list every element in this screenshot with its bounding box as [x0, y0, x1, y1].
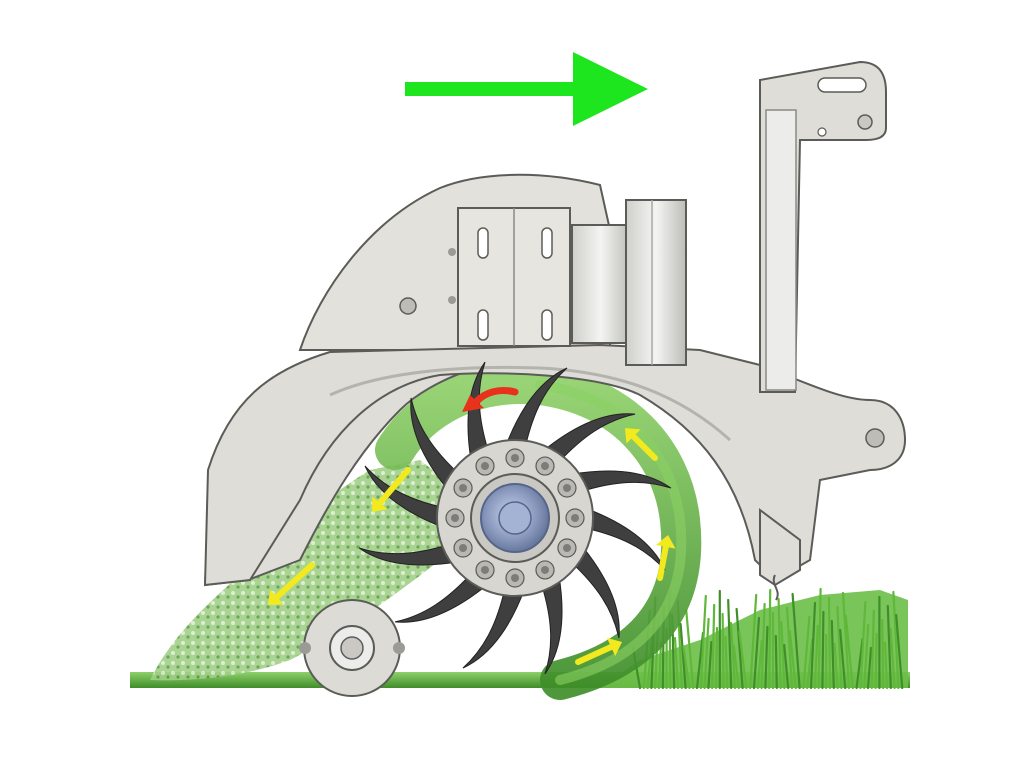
side-skid	[759, 508, 801, 587]
flail-blade	[364, 465, 446, 529]
curved-arrow-icon	[655, 535, 676, 581]
flail-blade	[467, 361, 490, 464]
curved-arrow-icon	[625, 428, 658, 461]
flail-blade	[540, 413, 636, 464]
rotor-blades	[358, 361, 672, 675]
curved-arrow-icon	[372, 467, 411, 512]
flail-blade	[358, 543, 461, 566]
flail-blade	[569, 470, 672, 493]
flail-blade	[462, 587, 526, 669]
grass-flow-inner	[535, 380, 687, 685]
flail-blade	[569, 543, 620, 639]
flail-rotor	[358, 361, 672, 675]
gearbox-plate	[457, 207, 571, 347]
flail-blade	[504, 367, 568, 449]
skid-spring	[772, 574, 779, 601]
rotor-bolts	[445, 448, 585, 588]
tall-grass	[631, 587, 904, 690]
flail-blade	[540, 572, 563, 675]
flail-blade	[394, 572, 490, 623]
frame-bolts	[399, 248, 885, 448]
flow-arrows	[268, 428, 676, 665]
arrow-right-icon	[405, 52, 648, 126]
flail-blade	[410, 397, 461, 493]
curved-arrow-left-icon	[462, 386, 519, 412]
curved-arrow-icon	[268, 562, 315, 605]
inner-arch-shadow	[329, 365, 732, 442]
hitch-mast	[759, 60, 887, 393]
curved-arrow-icon	[575, 637, 622, 665]
flail-blade	[584, 507, 666, 571]
gearbox-cylinder	[571, 199, 687, 366]
rear-roller	[299, 599, 405, 697]
